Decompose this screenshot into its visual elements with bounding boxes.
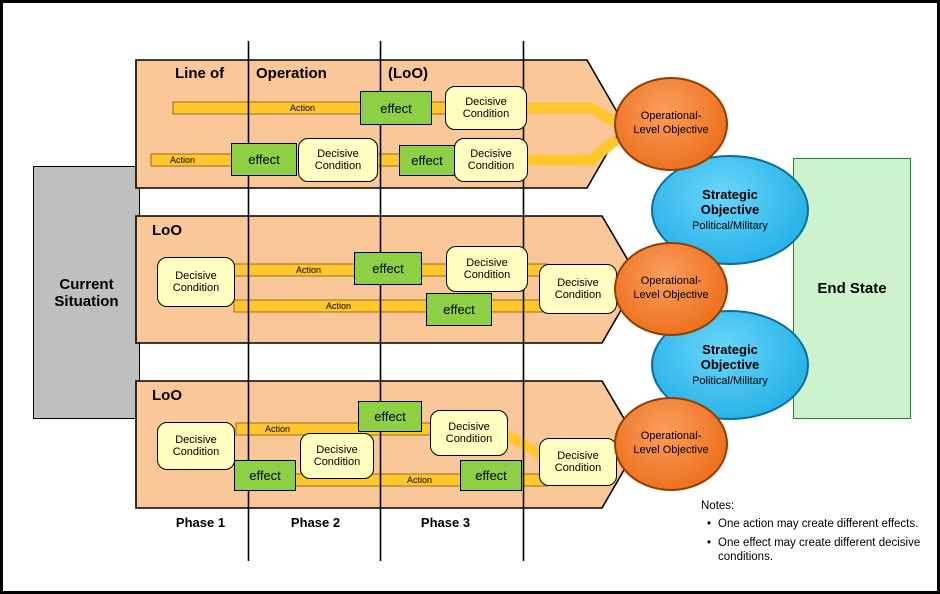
effect-box-5: effect: [426, 293, 492, 326]
operational-objective-label: Operational-Level Objective: [633, 430, 709, 456]
action-ribbon-top-upper: [523, 102, 620, 128]
strategic-objective-subtitle: Political/Military: [692, 374, 768, 387]
band-top-title-suffix: (LoO): [388, 65, 428, 82]
action-ribbon-top-lower: [523, 134, 621, 166]
phase-label-1: Phase 1: [175, 515, 226, 530]
decisive-condition-7: Decisive Condition: [157, 422, 235, 470]
decisive-condition-6: Decisive Condition: [539, 264, 617, 314]
band-bottom-title: LoO: [152, 387, 182, 404]
strategic-objective-title: Strategic Objective: [700, 342, 760, 372]
decisive-condition-1: Decisive Condition: [445, 86, 527, 130]
effect-box-7: effect: [234, 460, 296, 491]
band-middle-title: LoO: [152, 222, 182, 239]
action-label-6: Action: [407, 475, 433, 485]
notes-title: Notes:: [701, 500, 735, 512]
operational-objective-label: Operational-Level Objective: [633, 275, 709, 301]
effect-box-4: effect: [354, 252, 422, 285]
phase-label-2: Phase 2: [290, 515, 341, 530]
decisive-condition-2: Decisive Condition: [298, 138, 378, 182]
end-state-label: End State: [817, 280, 887, 297]
end-state-box: End State: [793, 158, 911, 419]
note-item-2: • One effect may create different decisi…: [701, 536, 929, 565]
action-label-5: Action: [265, 424, 291, 434]
operational-objective-1: Operational-Level Objective: [614, 77, 728, 171]
action-bar-middle-2: [233, 299, 549, 313]
decisive-condition-10: Decisive Condition: [539, 438, 617, 486]
decisive-condition-3: Decisive Condition: [454, 138, 528, 182]
decisive-condition-9: Decisive Condition: [300, 433, 374, 479]
effect-box-8: effect: [460, 460, 522, 491]
action-label-4: Action: [326, 301, 352, 311]
effect-box-2: effect: [231, 143, 297, 176]
decisive-condition-8: Decisive Condition: [430, 410, 508, 456]
effect-box-1: effect: [360, 91, 432, 125]
band-top-title-part1: Line of: [175, 65, 225, 82]
action-label-2: Action: [170, 155, 196, 165]
phase-label-3: Phase 3: [420, 515, 471, 530]
effect-box-3: effect: [399, 145, 455, 176]
bullet-icon: •: [707, 536, 712, 549]
bullet-icon: •: [707, 518, 712, 531]
note-text-1: One action may create different effects.: [718, 518, 919, 531]
current-situation-box: Current Situation: [33, 166, 140, 419]
operational-objective-label: Operational-Level Objective: [633, 110, 709, 136]
decisive-condition-5: Decisive Condition: [446, 246, 528, 292]
current-situation-label: Current Situation: [54, 275, 119, 310]
operational-objective-2: Operational-Level Objective: [614, 242, 728, 336]
effect-box-6: effect: [358, 401, 422, 432]
decisive-condition-4: Decisive Condition: [157, 257, 235, 307]
strategic-objective-title: Strategic Objective: [700, 187, 760, 217]
strategic-objective-subtitle: Political/Military: [692, 219, 768, 232]
action-label-3: Action: [296, 265, 322, 275]
band-top-title-part2: Operation: [256, 65, 327, 82]
action-label-1: Action: [290, 103, 316, 113]
notes: Notes: • One action may create different…: [701, 499, 929, 565]
note-text-2: One effect may create different decisive…: [718, 536, 921, 564]
operational-objective-3: Operational-Level Objective: [614, 397, 728, 491]
note-item-1: • One action may create different effect…: [701, 517, 929, 531]
